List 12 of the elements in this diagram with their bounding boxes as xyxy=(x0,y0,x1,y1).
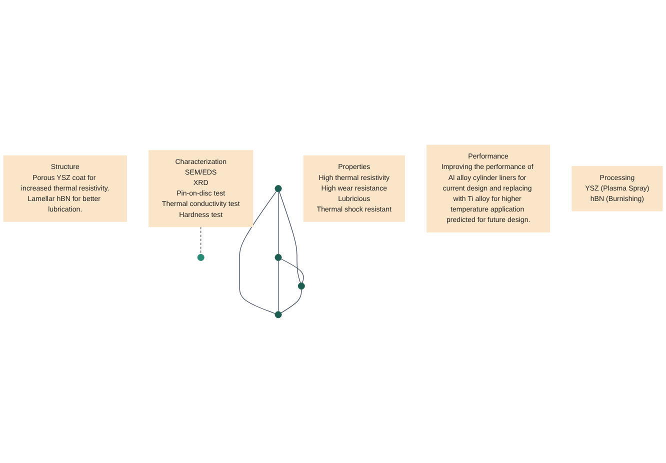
node-circle xyxy=(274,311,282,318)
connector xyxy=(278,192,279,254)
node-circle xyxy=(197,254,204,261)
connector xyxy=(280,258,304,284)
connector xyxy=(239,190,277,314)
connector xyxy=(280,289,302,314)
node-circle xyxy=(274,254,282,261)
node-circle xyxy=(274,185,282,192)
node-circle xyxy=(298,282,305,290)
connector xyxy=(200,226,202,254)
connector xyxy=(279,191,301,284)
connector xyxy=(278,260,279,312)
